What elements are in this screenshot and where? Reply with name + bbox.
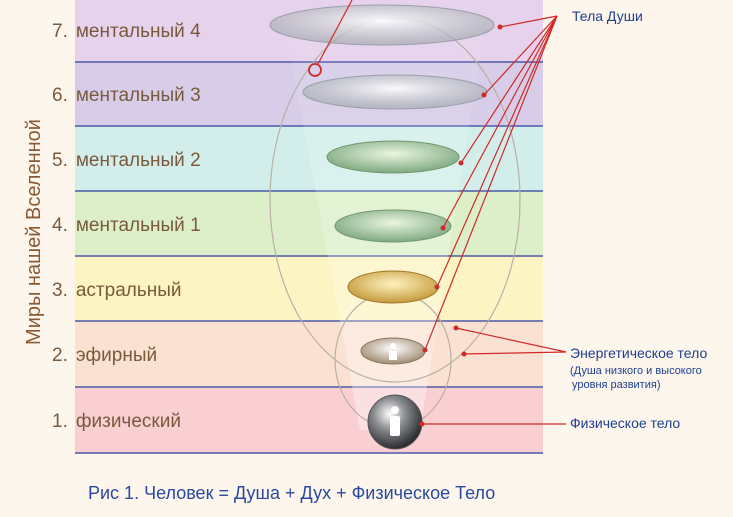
pointer-line [463,351,567,355]
disc-astral [347,270,439,304]
spirit-marker [308,63,322,77]
world-label-4: 4.ментальный 1 [52,215,201,236]
disc-mental-4 [269,4,495,46]
energy-body-label: Энергетическое тело [570,345,707,361]
pointer-dot [422,347,428,353]
world-label-6: 6.ментальный 3 [52,85,201,106]
pointer-dot [458,160,464,166]
world-label-2: 2.эфирный [52,345,157,366]
soul-bodies-dots [422,24,503,353]
physical-body-sphere [367,394,423,450]
world-label-1: 1.физический [52,411,181,432]
world-label-5: 5.ментальный 2 [52,150,201,171]
person-body-icon [390,416,400,436]
pointer-line [499,15,558,28]
pointer-dot [461,351,467,357]
figure-caption: Рис 1. Человек = Душа + Дух + Физическое… [88,483,495,503]
band-3 [75,256,543,321]
band-1 [75,387,543,453]
soul-body-discs [269,4,495,365]
soul-bodies-label: Тела Души [572,8,643,24]
spirit-pointer-line [317,0,353,65]
worlds-side-label: Миры нашей Вселенной [23,119,45,345]
energy-body-pointers [455,327,567,355]
pointer-dot [440,225,446,231]
energy-body-note-1: (Душа низкого и высокого [570,365,702,377]
pointer-line [424,15,558,351]
pointer-line [442,15,558,229]
soul-bodies-pointers [424,15,558,351]
world-label-7: 7.ментальный 4 [52,21,201,42]
pointer-dot [419,421,425,427]
world-label-3: 3.астральный [52,280,182,301]
pointer-dot [497,24,503,30]
pointer-line [460,15,558,164]
pointer-dot [481,92,487,98]
pointer-dot [453,325,459,331]
world-labels: 7.ментальный 4 6.ментальный 3 5.ментальн… [52,21,201,432]
person-head-icon [391,406,399,414]
disc-mental-3 [302,74,488,110]
disc-mental-1 [334,209,452,243]
pointer-line [436,15,558,288]
pointer-line [455,327,567,353]
physical-body-label: Физическое тело [570,415,680,431]
disc-mental-2 [326,140,460,174]
energy-body-note-2: уровня развития) [572,379,661,391]
pointer-line [483,15,558,96]
pointer-dot [434,284,440,290]
person-figure-icon [389,343,397,360]
